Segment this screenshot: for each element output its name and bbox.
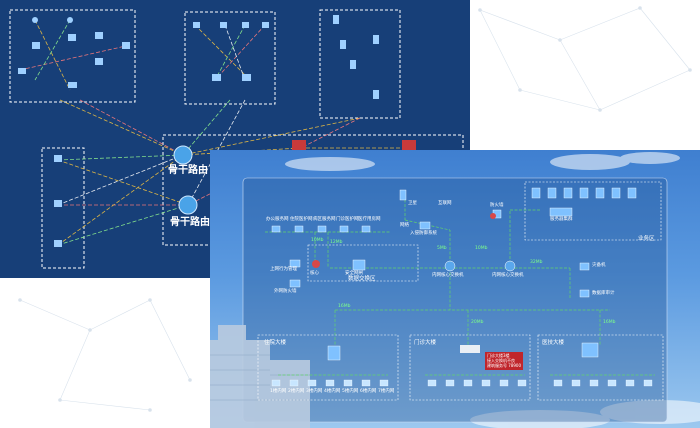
floor-label: 1楼内网 [270, 389, 287, 394]
inpatient-box [257, 334, 399, 401]
node-label-outer-net: 互联网 [438, 201, 452, 206]
node-label-internet-behavior: 上网行为管理 [270, 267, 297, 272]
node-label-network: 网络 [400, 223, 409, 228]
zone-title-outpatient: 门诊大楼 [414, 340, 437, 346]
front-topology-art [210, 152, 700, 428]
front-topology-panel: 数据交换区 业务区 住院大楼 门诊大楼 医技大楼 10Mb 12Mb 5Mb 1… [210, 150, 700, 428]
zone-title-inpatient: 住院大楼 [264, 340, 287, 346]
speed-label: 10Mb [475, 246, 488, 251]
business-box [524, 181, 662, 241]
zone-box-3 [319, 9, 401, 119]
top-row-label: 门诊医护网 [336, 217, 359, 222]
core-router-label-2: 骨干路由 [170, 217, 210, 228]
floor-label: 6楼内网 [360, 389, 377, 394]
node-label-backup: 灾备机 [592, 263, 606, 268]
zone-title-data-exchange: 数据交换区 [348, 276, 376, 282]
speed-label: 5Mb [437, 246, 447, 251]
floor-label: 2楼内网 [288, 389, 305, 394]
alert-line-1: 门诊大楼3楼 [487, 353, 510, 358]
top-row-label: 办公服务网 [266, 217, 289, 222]
medtech-box [537, 334, 664, 401]
core-router-label-1: 骨干路由 [168, 165, 208, 176]
zone-box-2 [184, 11, 276, 105]
speed-label: 12Mb [330, 240, 343, 245]
node-label-security-gateway: 安全网闸 [345, 271, 363, 276]
outpatient-box [409, 334, 531, 401]
floor-label: 3楼内网 [306, 389, 323, 394]
floor-label: 5楼内网 [342, 389, 359, 394]
back-topology-lines [9, 9, 464, 269]
node-label-db-audit: 数据库审计 [592, 291, 615, 296]
data-exchange-box [307, 244, 419, 282]
node-label-satellite: 卫星 [408, 201, 417, 206]
node-label-core: 核心 [310, 271, 319, 276]
node-label-external-firewall: 外网防火墙 [274, 289, 297, 294]
alert-badge[interactable]: 门诊大楼3楼 接入交换机不良 建筑服务号 78900 [485, 352, 523, 370]
speed-label: 32Mb [530, 260, 543, 265]
zone-title-business: 业务区 [638, 236, 655, 242]
floor-label: 4楼内网 [324, 389, 341, 394]
node-label-access-network: 入侵防御系统 [410, 231, 437, 236]
alert-line-2: 接入交换机不良 [487, 358, 515, 364]
floor-label: 7楼内网 [378, 389, 395, 394]
node-label-server-cluster: 服务器集群 [550, 217, 573, 222]
node-label-intranet-core-switch-2: 内网核心交换机 [492, 273, 524, 278]
node-label-firewall: 防火墙 [490, 203, 504, 208]
zone-box-4 [41, 147, 85, 269]
speed-label: 16Mb [338, 304, 351, 309]
alert-line-3: 建筑服务号 78900 [487, 363, 521, 369]
speed-label: 20Mb [471, 320, 484, 325]
zone-title-medtech: 医技大楼 [542, 340, 565, 346]
speed-label: 16Mb [603, 320, 616, 325]
top-row-label: 医疗用房网 [358, 217, 381, 222]
speed-label: 10Mb [311, 238, 324, 243]
node-label-intranet-core-switch-1: 内网核心交换机 [432, 273, 464, 278]
top-row-label: 住院医护网 [290, 217, 313, 222]
top-row-label: 病区服务网 [313, 217, 336, 222]
zone-box-1 [9, 9, 136, 103]
